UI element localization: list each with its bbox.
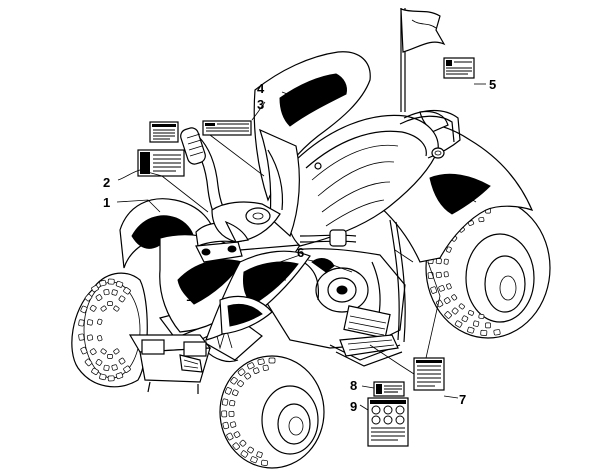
rear-grab-bar: [399, 109, 461, 159]
safety-flag: [400, 8, 446, 112]
decal-item-9: [367, 397, 409, 447]
callout-2: 2: [103, 175, 110, 190]
callout-9: 9: [350, 399, 357, 414]
callout-labels: 1 2 3 4 5 6 7 8 9 10: [103, 77, 496, 414]
leader-lines: [116, 83, 486, 411]
front-right-wheel-tread: [221, 357, 276, 467]
handlebar: [180, 127, 357, 247]
seat: [285, 114, 439, 247]
callout-4: 4: [257, 81, 265, 96]
callout-7: 7: [459, 392, 466, 407]
callout-5: 5: [489, 77, 496, 92]
front-left-wheel: [71, 272, 148, 388]
decal-item-8: [373, 381, 405, 397]
decal-item-2-lower: [137, 149, 185, 177]
callout-3: 3: [257, 97, 264, 112]
front-right-wheel: [219, 355, 325, 469]
callout-1: 1: [103, 195, 110, 210]
decal-item-2-upper: [149, 121, 179, 143]
front-left-wheel-tread: [78, 278, 131, 382]
callout-8: 8: [350, 378, 357, 393]
decal-item-5: [443, 57, 475, 79]
decal-item-3: [202, 120, 252, 136]
callout-6: 6: [297, 245, 304, 260]
front-bumper: [128, 334, 212, 394]
frame-engine: [158, 219, 406, 367]
decal-item-7: [413, 357, 445, 391]
fuel-tank-cover: [253, 51, 371, 238]
right-side-panel: [205, 250, 311, 341]
callout-10: 10: [186, 289, 200, 304]
